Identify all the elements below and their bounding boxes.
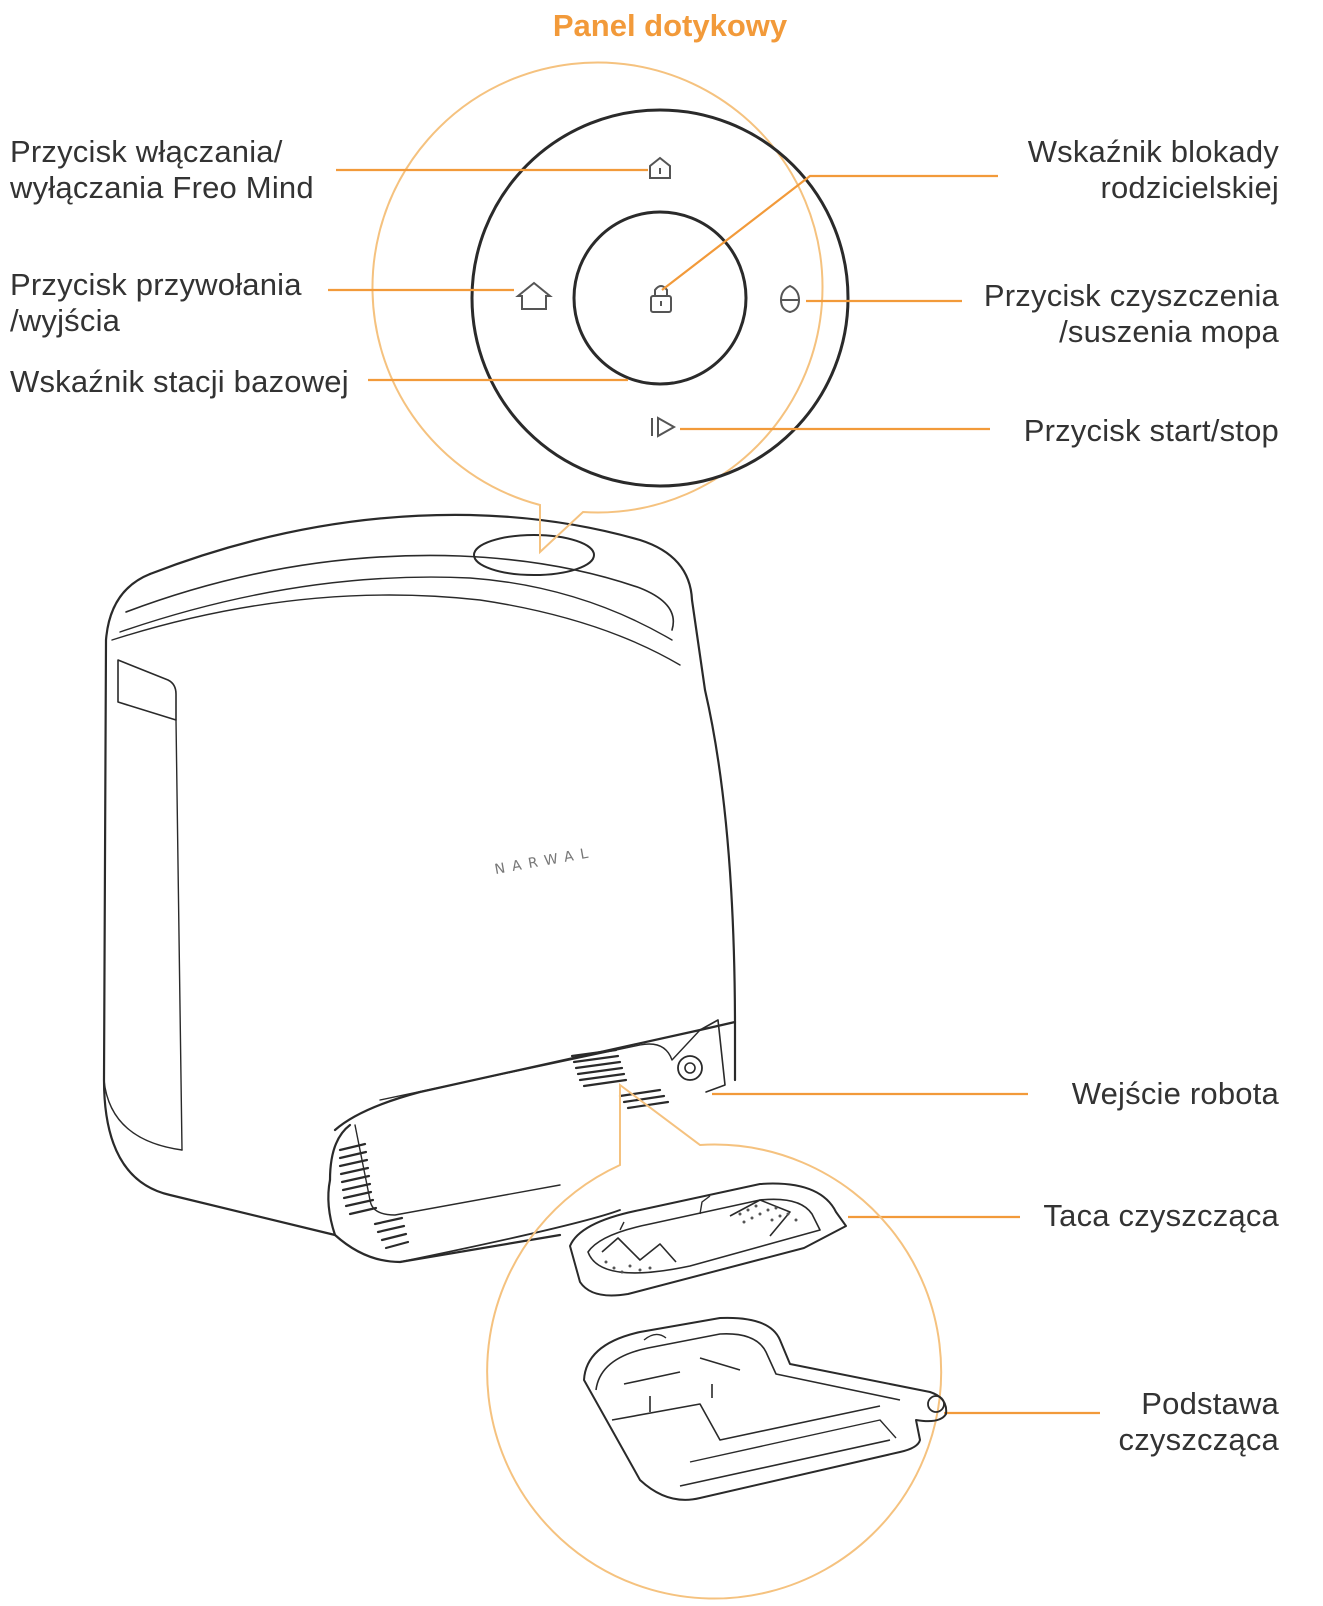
label-robot-entry: Wejście robota <box>1071 1076 1279 1111</box>
lock-icon <box>650 285 672 313</box>
cleaning-base <box>583 1316 948 1501</box>
label-start-stop: Przycisk start/stop <box>1023 413 1279 448</box>
label-mop-line-2: /suszenia mopa <box>1059 314 1279 349</box>
play-icon <box>651 416 677 438</box>
brand-logo: NARWAL <box>493 845 596 878</box>
label-base-line-2: czyszcząca <box>1118 1422 1279 1457</box>
diagram-title: Panel dotykowy <box>552 8 788 43</box>
label-cleaning-base: Podstawa czyszcząca <box>1119 1386 1279 1458</box>
label-power-line-2: wyłączania Freo Mind <box>10 170 314 205</box>
label-recall-button: Przycisk przywołania /wyjścia <box>10 267 302 339</box>
label-mop-line-1: Przycisk czyszczenia <box>983 278 1279 313</box>
label-power-line-1: Przycisk włączania/ <box>10 134 283 169</box>
base-station <box>102 513 737 1264</box>
label-power-button: Przycisk włączania/ wyłączania Freo Mind <box>10 134 314 206</box>
power-icon <box>649 156 671 179</box>
vent-grille <box>338 1048 670 1250</box>
label-recall-line-1: Przycisk przywołania <box>10 267 302 302</box>
panel-callout <box>371 61 850 555</box>
label-child-lock-line-1: Wskaźnik blokady <box>1027 134 1279 169</box>
label-base-line-1: Podstawa <box>1141 1386 1279 1421</box>
cleaning-tray <box>569 1182 847 1297</box>
tray-callout <box>486 1083 943 1600</box>
tray-mesh <box>604 1204 798 1274</box>
mop-icon <box>779 284 801 314</box>
label-cleaning-tray: Taca czyszcząca <box>1043 1198 1279 1233</box>
label-child-lock-line-2: rodzicielskiej <box>1100 170 1279 205</box>
home-icon <box>515 281 553 310</box>
label-child-lock: Wskaźnik blokady rodzicielskiej <box>1028 134 1279 206</box>
label-recall-line-2: /wyjścia <box>10 303 121 338</box>
label-base-indicator: Wskaźnik stacji bazowej <box>10 364 349 399</box>
label-mop-clean-button: Przycisk czyszczenia /suszenia mopa <box>984 278 1279 350</box>
leader-lines <box>328 168 1100 1415</box>
